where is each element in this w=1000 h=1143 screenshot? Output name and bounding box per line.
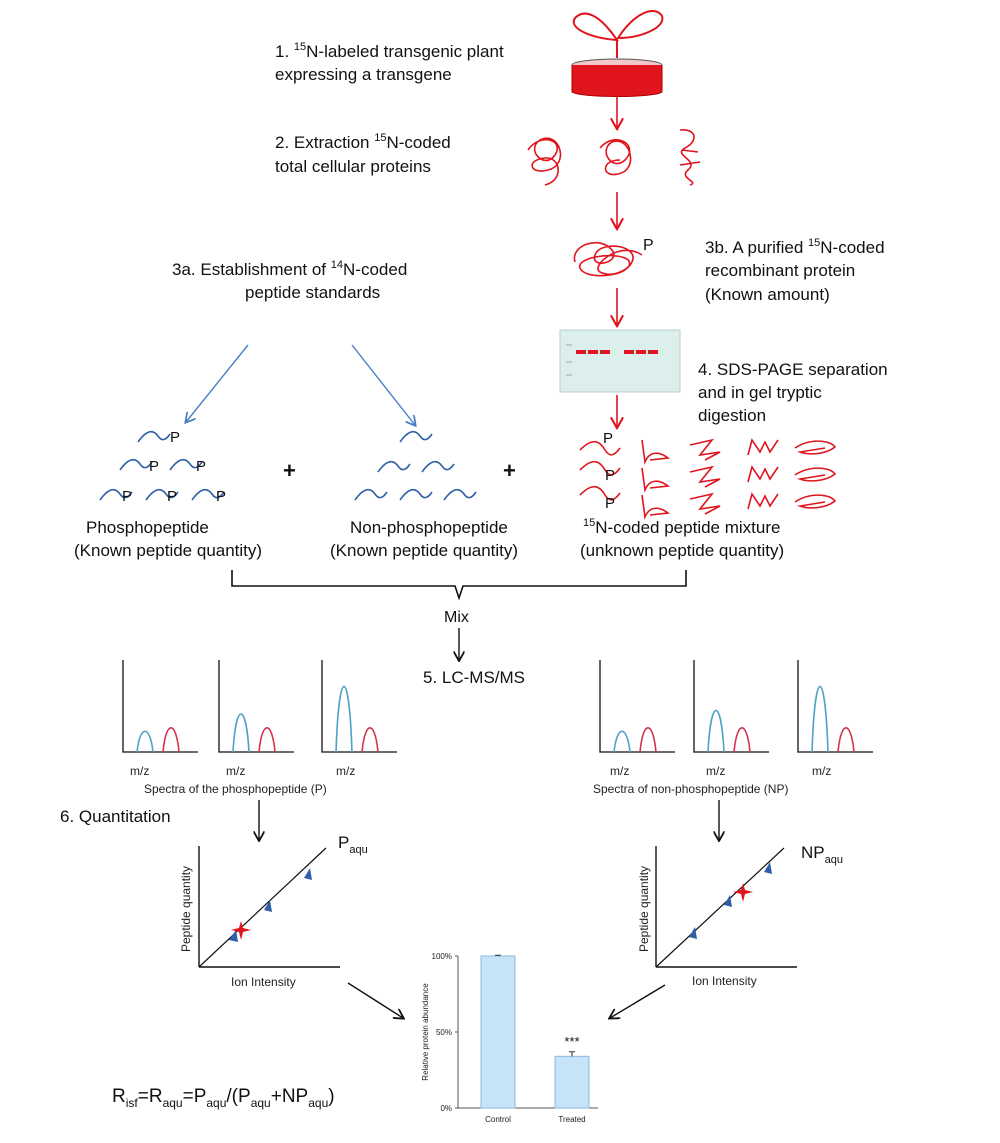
spectrum-axes bbox=[797, 660, 873, 753]
mix-brace bbox=[231, 570, 687, 601]
mz-right-3: m/z bbox=[812, 764, 831, 778]
red-p-label-3: P bbox=[605, 495, 615, 512]
spectrum-axes bbox=[599, 660, 675, 753]
step3b-label-line2: recombinant protein bbox=[705, 261, 855, 280]
step4-label-line3: digestion bbox=[698, 406, 766, 425]
purified-protein-icon bbox=[573, 241, 643, 277]
red-p-label-1: P bbox=[603, 430, 613, 447]
nonphospho-spectra bbox=[599, 660, 873, 753]
spectrum-peak-n14 bbox=[613, 730, 631, 753]
n15-peptide-fragments bbox=[579, 438, 837, 521]
blue-p-6: P bbox=[216, 488, 226, 505]
arrow-3a-nonphospho bbox=[351, 344, 415, 425]
spectrum-axes bbox=[218, 660, 294, 753]
blue-p-5: P bbox=[167, 488, 177, 505]
formula: Risf=Raqu=Paqu/(Paqu+NPaqu) bbox=[112, 1086, 335, 1110]
step3b-label-line3: (Known amount) bbox=[705, 285, 830, 304]
step3b-label: 3b. A purified 15N-coded bbox=[705, 237, 885, 257]
blue-p-2: P bbox=[149, 458, 159, 475]
spectrum-peak-n15 bbox=[733, 727, 751, 753]
n15-mixture-label: 15N-coded peptide mixture bbox=[583, 517, 780, 537]
bar-y-axis-label: Relative protein abundance bbox=[421, 983, 430, 1081]
step1-label-line2: expressing a transgene bbox=[275, 65, 452, 84]
bar-category-label: Control bbox=[485, 1115, 511, 1124]
nonphosphopeptide-label: Non-phosphopeptide bbox=[350, 518, 508, 537]
spectrum-peak-n15 bbox=[162, 727, 180, 753]
protein-coils-icon bbox=[527, 129, 701, 186]
blue-p-1: P bbox=[170, 429, 180, 446]
mix-label: Mix bbox=[444, 609, 469, 626]
bar-significance: *** bbox=[564, 1034, 579, 1049]
step1-label: 1. 15N-labeled transgenic plant bbox=[275, 41, 504, 61]
arrow-left-to-bar bbox=[347, 982, 403, 1018]
spectrum-peak-n15 bbox=[837, 727, 855, 753]
bar-control bbox=[480, 955, 516, 1109]
step2-label: 2. Extraction 15N-coded bbox=[275, 132, 451, 152]
plant-pot-icon bbox=[571, 10, 664, 97]
nonphospho-spectra-caption: Spectra of non-phosphopeptide (NP) bbox=[593, 782, 788, 796]
np-aqu-label: NPaqu bbox=[801, 843, 843, 866]
spectrum-peak-n15 bbox=[361, 727, 379, 753]
bar-treated bbox=[554, 1055, 590, 1109]
blue-p-4: P bbox=[122, 488, 132, 505]
left-y-axis-label: Peptide quantity bbox=[179, 866, 193, 952]
calibration-plot-right bbox=[655, 846, 797, 968]
calibration-plot-left bbox=[198, 846, 340, 968]
phosphopeptide-qty: (Known peptide quantity) bbox=[74, 541, 262, 560]
step4-label-line2: and in gel tryptic bbox=[698, 383, 822, 402]
step5-label: 5. LC-MS/MS bbox=[423, 668, 525, 687]
mz-left-3: m/z bbox=[336, 764, 355, 778]
spectrum-peak-n15 bbox=[639, 727, 657, 753]
left-x-axis-label: Ion Intensity bbox=[231, 975, 296, 989]
arrow-3a-phospho bbox=[186, 344, 249, 422]
spectrum-axes bbox=[122, 660, 198, 753]
phosphopeptide-label: Phosphopeptide bbox=[86, 518, 209, 537]
phospho-spectra bbox=[122, 660, 397, 753]
plus-sign-1: + bbox=[283, 458, 296, 483]
bar-y-tick-label: 50% bbox=[436, 1028, 452, 1037]
phosphopeptide-waves bbox=[99, 430, 225, 501]
right-x-axis-label: Ion Intensity bbox=[692, 974, 757, 988]
blue-p-3: P bbox=[196, 458, 206, 475]
mz-right-2: m/z bbox=[706, 764, 725, 778]
spectrum-peak-n14 bbox=[232, 713, 250, 753]
bar-y-tick-label: 100% bbox=[432, 952, 452, 961]
step3a-label: 3a. Establishment of 14N-coded bbox=[172, 259, 407, 279]
step3a-label-line2: peptide standards bbox=[245, 283, 380, 302]
relative-abundance-bar-chart: 0% 50% 100% Relative protein abundanceContr… bbox=[421, 952, 598, 1124]
spectrum-peak-n14 bbox=[136, 730, 154, 753]
phospho-spectra-caption: Spectra of the phosphopeptide (P) bbox=[144, 782, 327, 796]
mz-right-1: m/z bbox=[610, 764, 629, 778]
spectrum-peak-n14 bbox=[707, 710, 725, 753]
n15-mixture-label-line2: (unknown peptide quantity) bbox=[580, 541, 784, 560]
nonphosphopeptide-qty: (Known peptide quantity) bbox=[330, 541, 518, 560]
spectrum-peak-n14 bbox=[811, 685, 829, 753]
arrow-right-to-bar bbox=[610, 984, 666, 1018]
sds-page-gel-icon bbox=[559, 329, 681, 393]
step2-label-line2: total cellular proteins bbox=[275, 157, 431, 176]
p-aqu-label: Paqu bbox=[338, 833, 368, 856]
spectrum-peak-n14 bbox=[335, 685, 353, 753]
bar-category-label: Treated bbox=[558, 1115, 585, 1124]
plus-sign-2: + bbox=[503, 458, 516, 483]
right-y-axis-label: Peptide quantity bbox=[637, 866, 651, 952]
bar-y-tick-label: 0% bbox=[440, 1104, 452, 1113]
phospho-p-label: P bbox=[643, 237, 654, 254]
red-p-label-2: P bbox=[605, 467, 615, 484]
mz-left-1: m/z bbox=[130, 764, 149, 778]
spectrum-axes bbox=[693, 660, 769, 753]
spectrum-axes bbox=[321, 660, 397, 753]
mz-left-2: m/z bbox=[226, 764, 245, 778]
spectrum-peak-n15 bbox=[258, 727, 276, 753]
non-phosphopeptide-waves bbox=[354, 430, 477, 501]
step6-label: 6. Quantitation bbox=[60, 807, 171, 826]
step4-label: 4. SDS-PAGE separation bbox=[698, 360, 888, 379]
